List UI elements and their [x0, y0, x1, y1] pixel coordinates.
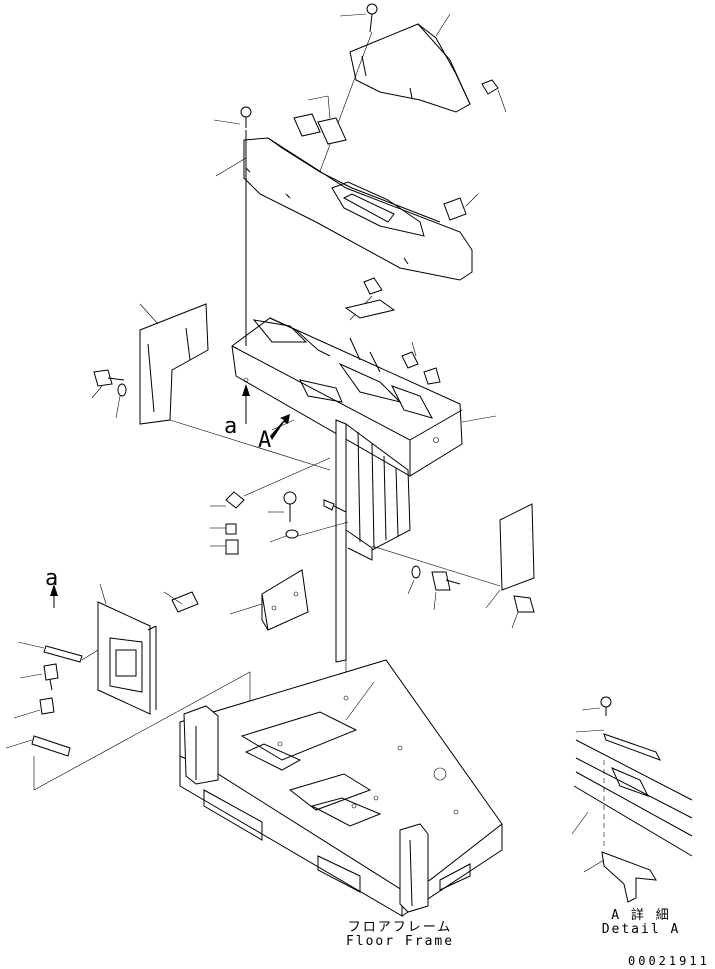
floor-frame	[180, 660, 502, 916]
top-cover	[350, 24, 470, 112]
nut-lower	[210, 540, 238, 554]
view-arrow-a-upper	[242, 384, 250, 424]
console-bolt	[214, 107, 251, 176]
view-label-a-left: a	[45, 566, 59, 591]
right-bolt-washer	[408, 566, 460, 610]
clip-pair	[294, 96, 346, 144]
detail-a-caption-en: Detail A	[601, 922, 681, 937]
detail-a-bracket	[584, 852, 656, 902]
document-number: 00021911	[628, 954, 710, 968]
view-arrow-A	[270, 414, 294, 440]
left-bolt-big	[164, 592, 198, 612]
cover-bolt-top	[340, 4, 377, 32]
detail-a-bolt	[582, 697, 611, 716]
nut	[210, 524, 236, 534]
left-bolt-small	[20, 664, 58, 690]
right-bolt-lower	[512, 596, 534, 628]
elbow-fitting	[210, 492, 244, 508]
left-bolt-lower	[14, 698, 54, 718]
console-housing	[244, 138, 472, 280]
right-plate	[372, 504, 534, 608]
strap	[18, 642, 82, 662]
side-bolt-washer	[92, 370, 126, 418]
lower-left-panel	[98, 584, 156, 714]
left-side-panel	[140, 304, 208, 424]
view-label-a-upper: a	[224, 414, 238, 439]
detail-a-caption-jp: A 詳 細	[611, 908, 671, 923]
clip-right	[444, 194, 478, 220]
cover-bolt-right	[482, 80, 506, 112]
bracket-plate	[230, 570, 308, 630]
small-stud	[324, 500, 346, 512]
main-tray	[232, 318, 462, 476]
detail-a-rail	[572, 730, 692, 856]
floor-frame-caption-en: Floor Frame	[345, 934, 455, 949]
center-washer	[270, 522, 348, 542]
floor-frame-caption-jp: フロアフレーム	[347, 920, 453, 935]
left-bracket-strip	[6, 736, 70, 790]
view-label-A: A	[258, 428, 272, 453]
view-arrow-a-left	[50, 584, 58, 608]
tray-bolt-pair	[402, 342, 440, 384]
center-bolt	[244, 458, 330, 522]
plate	[346, 300, 394, 318]
